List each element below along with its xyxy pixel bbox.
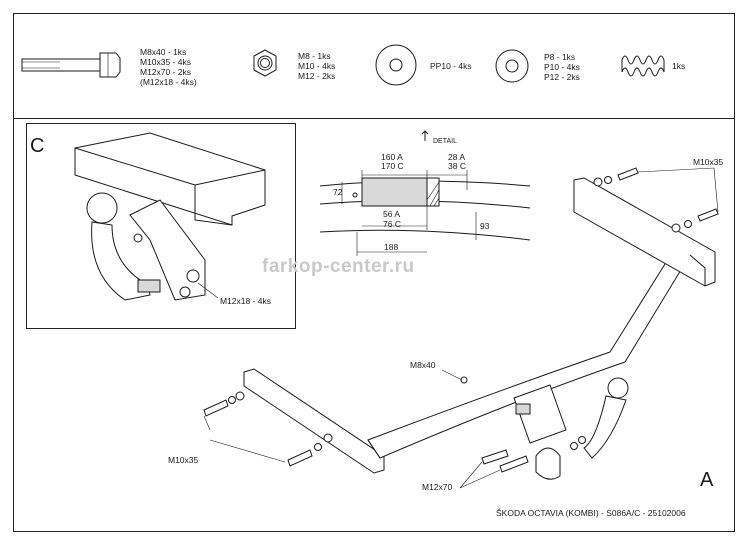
- bolt-icon: [21, 52, 121, 78]
- dim-28a: 28 A: [448, 152, 466, 162]
- dim-170c: 170 C: [381, 161, 404, 171]
- spring-icon: [621, 55, 665, 77]
- callout-m12x70: M12x70: [422, 482, 453, 492]
- nut-spec-2: M10 - 4ks: [298, 61, 336, 71]
- detail-c-inset: [26, 123, 296, 329]
- callout-m10x35-right: M10x35: [693, 157, 724, 167]
- main-towbar-drawing: [203, 167, 719, 489]
- inset-hitch-drawing: [74, 132, 266, 301]
- callout-m8x40: M8x40: [410, 360, 436, 370]
- dim-56a: 56 A: [383, 209, 401, 219]
- inset-label-c: C: [30, 135, 45, 157]
- hex-nut-icon: [253, 49, 277, 77]
- spring-spec: 1ks: [672, 61, 686, 71]
- callout-m10x35-left: M10x35: [168, 455, 199, 465]
- bolt-spec-2: M10x35 - 4ks: [140, 57, 192, 67]
- drawing-title: ŠKODA OCTAVIA (KOMBI) - S086A/C - 251020…: [496, 508, 686, 518]
- dim-188: 188: [384, 242, 399, 252]
- nut-spec-3: M12 - 2ks: [298, 71, 336, 81]
- main-label-a: A: [700, 469, 714, 491]
- dim-93: 93: [480, 221, 490, 231]
- washer-spec-1: P8 - 1ks: [544, 52, 576, 62]
- bolt-spec-4: (M12x18 - 4ks): [140, 77, 197, 87]
- detail-drawing: [319, 130, 531, 256]
- washer-spec-3: P12 - 2ks: [544, 72, 580, 82]
- bolt-spec-1: M8x40 - 1ks: [140, 47, 187, 57]
- washer-spec-2: P10 - 4ks: [544, 62, 580, 72]
- inset-bolt-callout: M12x18 - 4ks: [220, 296, 272, 306]
- dim-160a: 160 A: [381, 152, 403, 162]
- dim-38c: 38 C: [448, 161, 466, 171]
- drawing-frame: [13, 13, 735, 532]
- bolt-spec-3: M12x70 - 2ks: [140, 67, 192, 77]
- nut-spec-1: M8 - 1ks: [298, 51, 331, 61]
- flat-washer-icon: [495, 49, 529, 83]
- dim-72: 72: [333, 187, 343, 197]
- watermark: farkop-center.ru: [262, 256, 415, 277]
- parts-list-divider: [13, 118, 735, 119]
- pp-washer-icon: [375, 44, 417, 86]
- detail-heading: DETAIL: [433, 138, 457, 145]
- dim-76c: 76 C: [383, 219, 401, 229]
- pp-washer-spec: PP10 - 4ks: [430, 61, 472, 71]
